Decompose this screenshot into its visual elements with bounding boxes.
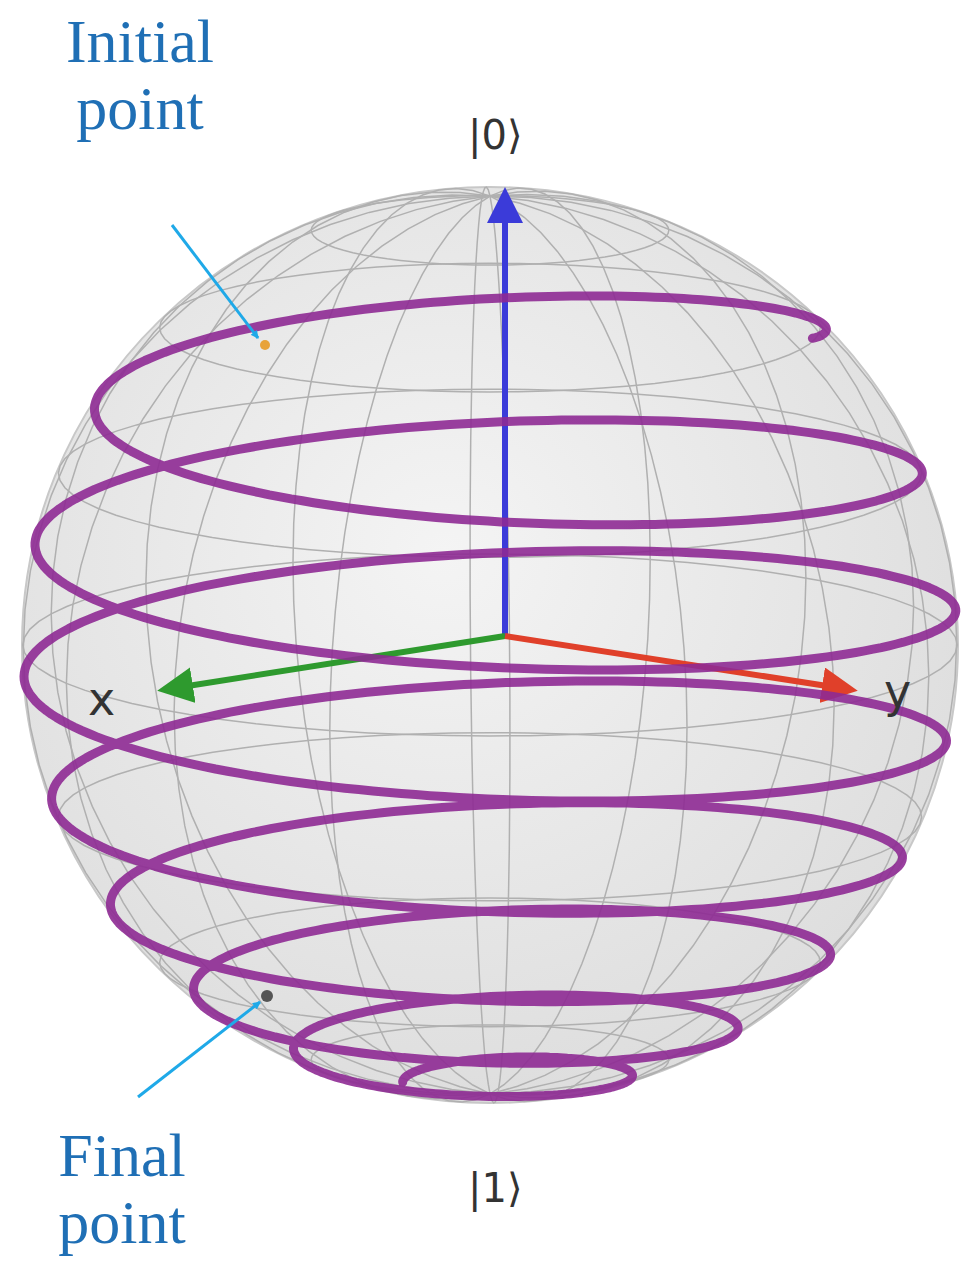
leader-line xyxy=(138,1002,260,1097)
callout-label: Final point xyxy=(2,1122,242,1256)
sphere-grid xyxy=(23,187,957,1103)
axis-label: y xyxy=(884,664,911,718)
axis-label: x xyxy=(88,672,115,726)
grid-line xyxy=(293,189,687,1102)
initial-marker xyxy=(260,340,270,350)
callout-label: Initial point xyxy=(20,8,260,142)
grid-line xyxy=(470,187,510,1103)
state-label: |0⟩ xyxy=(468,112,523,158)
trajectory-spiral xyxy=(24,296,956,1097)
leader-line xyxy=(172,225,258,338)
grid-line xyxy=(23,554,957,736)
final-marker xyxy=(261,990,273,1002)
state-label: |1⟩ xyxy=(468,1165,523,1211)
grid-line xyxy=(330,188,650,1102)
sphere-body xyxy=(22,187,958,1103)
